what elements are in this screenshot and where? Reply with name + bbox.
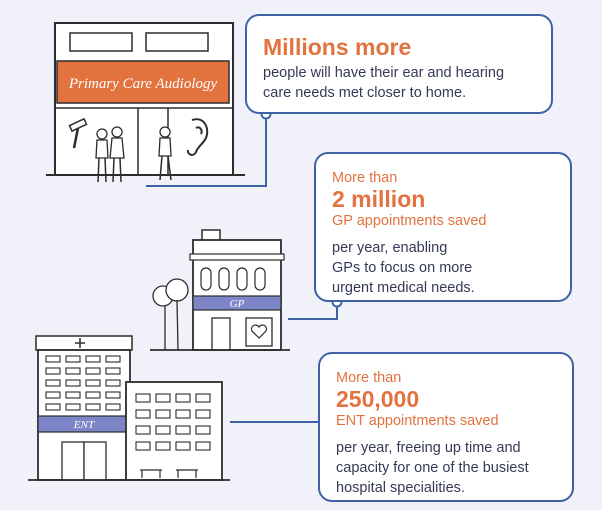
card2-body-line3: urgent medical needs.	[332, 280, 475, 296]
card3-body-line3: hospital specialities.	[336, 480, 465, 496]
card1-body-line1: people will have their ear and hearing	[263, 65, 505, 81]
people-figures	[95, 126, 172, 183]
otoscope-icon	[68, 117, 88, 149]
tree-icon	[152, 278, 189, 351]
card1-headline: Millions more	[263, 34, 412, 60]
bench-icon	[140, 469, 198, 478]
clinic-building	[46, 22, 245, 176]
gp-sign	[192, 295, 282, 311]
card3-body-line1: per year, freeing up time and	[336, 440, 521, 456]
stat-card-millions: Millions more people will have their ear…	[245, 14, 553, 114]
card2-body-line2: GPs to focus on more	[332, 260, 473, 276]
stat-card-ent: More than 250,000 ENT appointments saved…	[318, 352, 574, 502]
card2-pre: More than	[332, 170, 398, 186]
heart-icon	[250, 324, 268, 339]
card2-headline: 2 million	[332, 186, 426, 212]
stat-card-gp: More than 2 million GP appointments save…	[314, 152, 572, 302]
card2-body: per year, enabling GPs to focus on more …	[332, 238, 570, 298]
card3-after: ENT appointments saved	[336, 413, 499, 429]
connector-1	[146, 116, 267, 187]
ent-sign-label: ENT	[73, 419, 95, 431]
clinic-sign	[56, 60, 230, 104]
card3-body: per year, freeing up time and capacity f…	[336, 438, 572, 498]
card3-body-line2: capacity for one of the busiest	[336, 460, 529, 476]
hospital-building	[28, 335, 230, 481]
card2-after: GP appointments saved	[332, 213, 487, 229]
clinic-sign-label: Primary Care Audiology	[68, 76, 218, 92]
card3-headline: 250,000	[336, 386, 420, 412]
ear-icon	[186, 118, 209, 156]
gp-building	[150, 229, 290, 351]
card2-body-line1: per year, enabling	[332, 240, 448, 256]
gp-sign-label: GP	[230, 298, 245, 310]
card1-body-line2: care needs met closer to home.	[263, 85, 467, 101]
medical-cross-icon	[75, 338, 85, 348]
connector-2	[288, 304, 338, 320]
card3-pre: More than	[336, 370, 402, 386]
card1-body: people will have their ear and hearing c…	[263, 63, 551, 103]
